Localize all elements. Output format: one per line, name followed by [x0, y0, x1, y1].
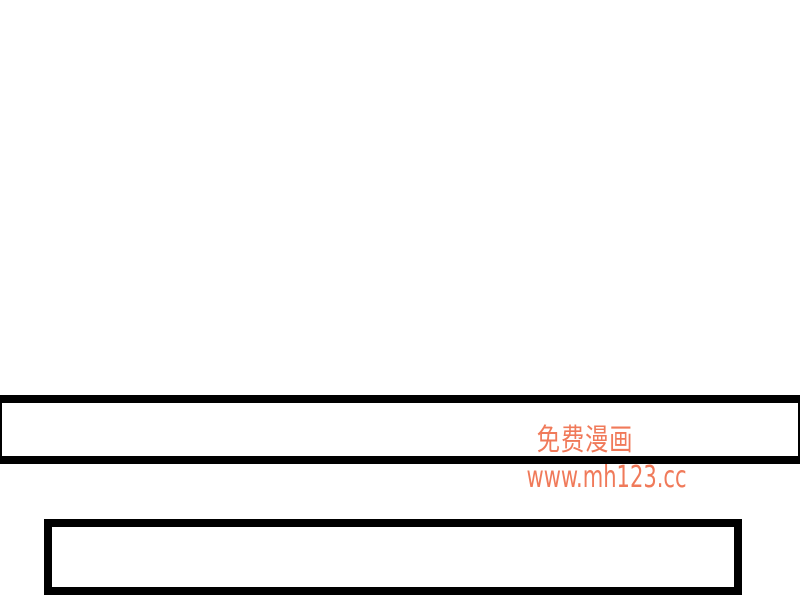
watermark-url: www.mh123.cc: [526, 460, 687, 495]
site-watermark: 免费漫画 www.mh123.cc: [526, 423, 687, 495]
comic-panel-box: [44, 519, 742, 595]
watermark-title: 免费漫画: [536, 423, 634, 458]
comic-panel-strip: [0, 395, 800, 464]
